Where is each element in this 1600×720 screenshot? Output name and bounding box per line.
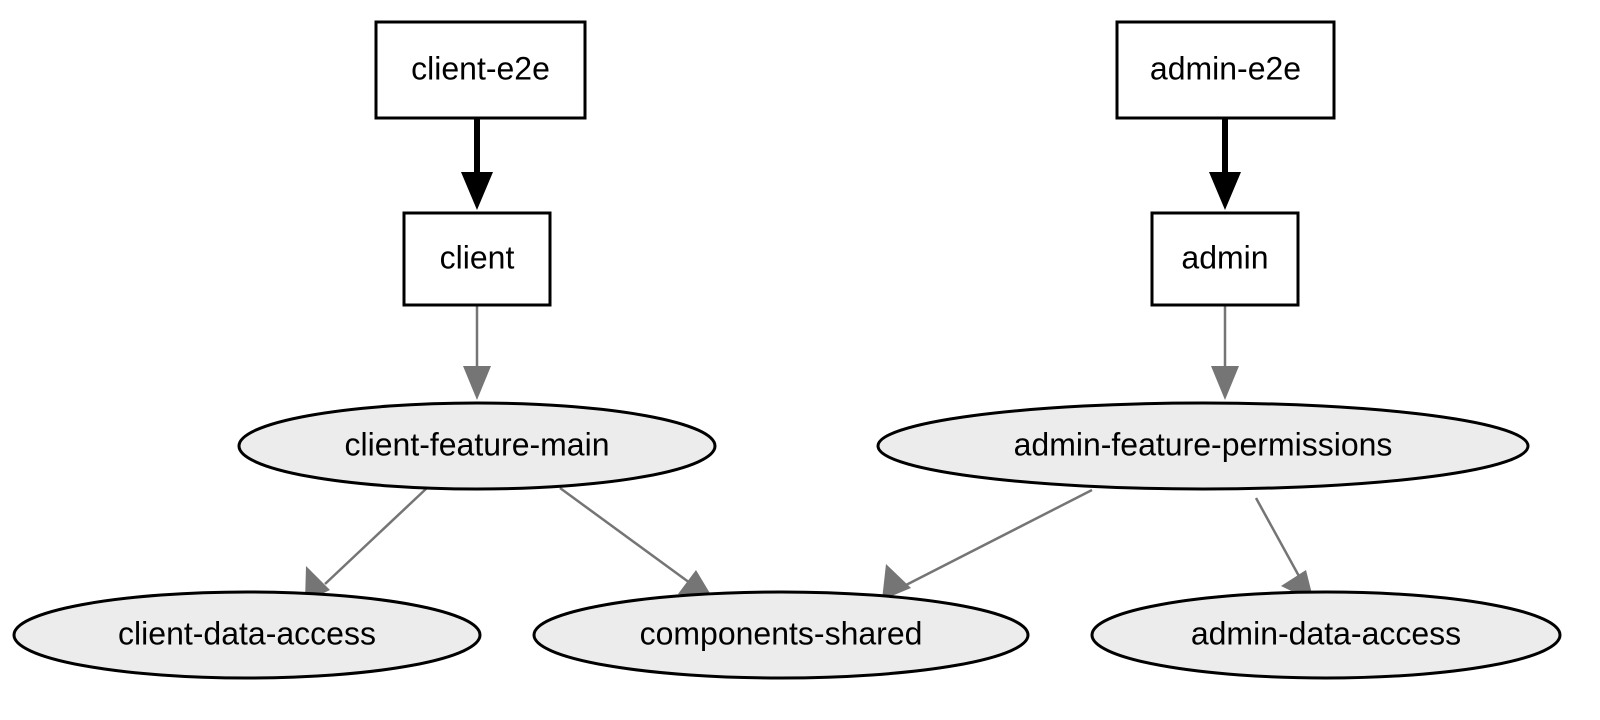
node-shape-ellipse: [876, 401, 1530, 491]
node-client-feature-main[interactable]: client-feature-main: [237, 401, 717, 491]
node-shape-ellipse: [12, 590, 482, 680]
node-shape-ellipse: [237, 401, 717, 491]
node-shape-box: [374, 20, 587, 120]
node-shape-ellipse: [532, 590, 1030, 680]
edge-admin-feature-permissions-to-admin-data-access: [1254, 497, 1314, 602]
node-label: admin-data-access: [1191, 615, 1461, 651]
arrowhead-icon: [1209, 172, 1241, 210]
arrowhead-icon: [461, 172, 493, 210]
node-components-shared[interactable]: components-shared: [532, 590, 1030, 680]
node-label: admin-feature-permissions: [1014, 426, 1393, 462]
node-client[interactable]: client: [402, 211, 552, 307]
edge-admin-e2e-to-admin: [1209, 118, 1241, 210]
edge-client-feature-main-to-client-data-access: [305, 486, 429, 602]
node-admin-data-access[interactable]: admin-data-access: [1090, 590, 1562, 680]
edge-client-to-client-feature-main: [463, 305, 491, 400]
arrowhead-icon: [463, 366, 491, 400]
edge-admin-feature-permissions-to-components-shared: [882, 488, 1093, 600]
node-admin-e2e[interactable]: admin-e2e: [1115, 20, 1336, 120]
node-shape-box: [1115, 20, 1336, 120]
node-client-data-access[interactable]: client-data-access: [12, 590, 482, 680]
edge-line: [1254, 497, 1302, 579]
node-admin-feature-permissions[interactable]: admin-feature-permissions: [876, 401, 1530, 491]
edge-line: [559, 486, 691, 585]
node-label: components-shared: [640, 615, 923, 651]
node-label: client-e2e: [411, 50, 550, 86]
node-shape-ellipse: [1090, 590, 1562, 680]
edge-admin-to-admin-feature-permissions: [1211, 305, 1239, 400]
node-label: admin: [1181, 239, 1268, 275]
node-label: admin-e2e: [1150, 50, 1301, 86]
edge-client-feature-main-to-components-shared: [559, 486, 714, 600]
node-label: client: [440, 239, 515, 275]
node-label: client-feature-main: [345, 426, 610, 462]
arrowhead-icon: [882, 564, 911, 600]
node-shape-box: [1150, 211, 1300, 307]
node-label: client-data-access: [118, 615, 376, 651]
node-admin[interactable]: admin: [1150, 211, 1300, 307]
node-shape-box: [402, 211, 552, 307]
edge-client-e2e-to-client: [461, 118, 493, 210]
edge-line: [905, 488, 1093, 587]
edge-line: [324, 486, 429, 585]
arrowhead-icon: [1211, 366, 1239, 400]
node-client-e2e[interactable]: client-e2e: [374, 20, 587, 120]
